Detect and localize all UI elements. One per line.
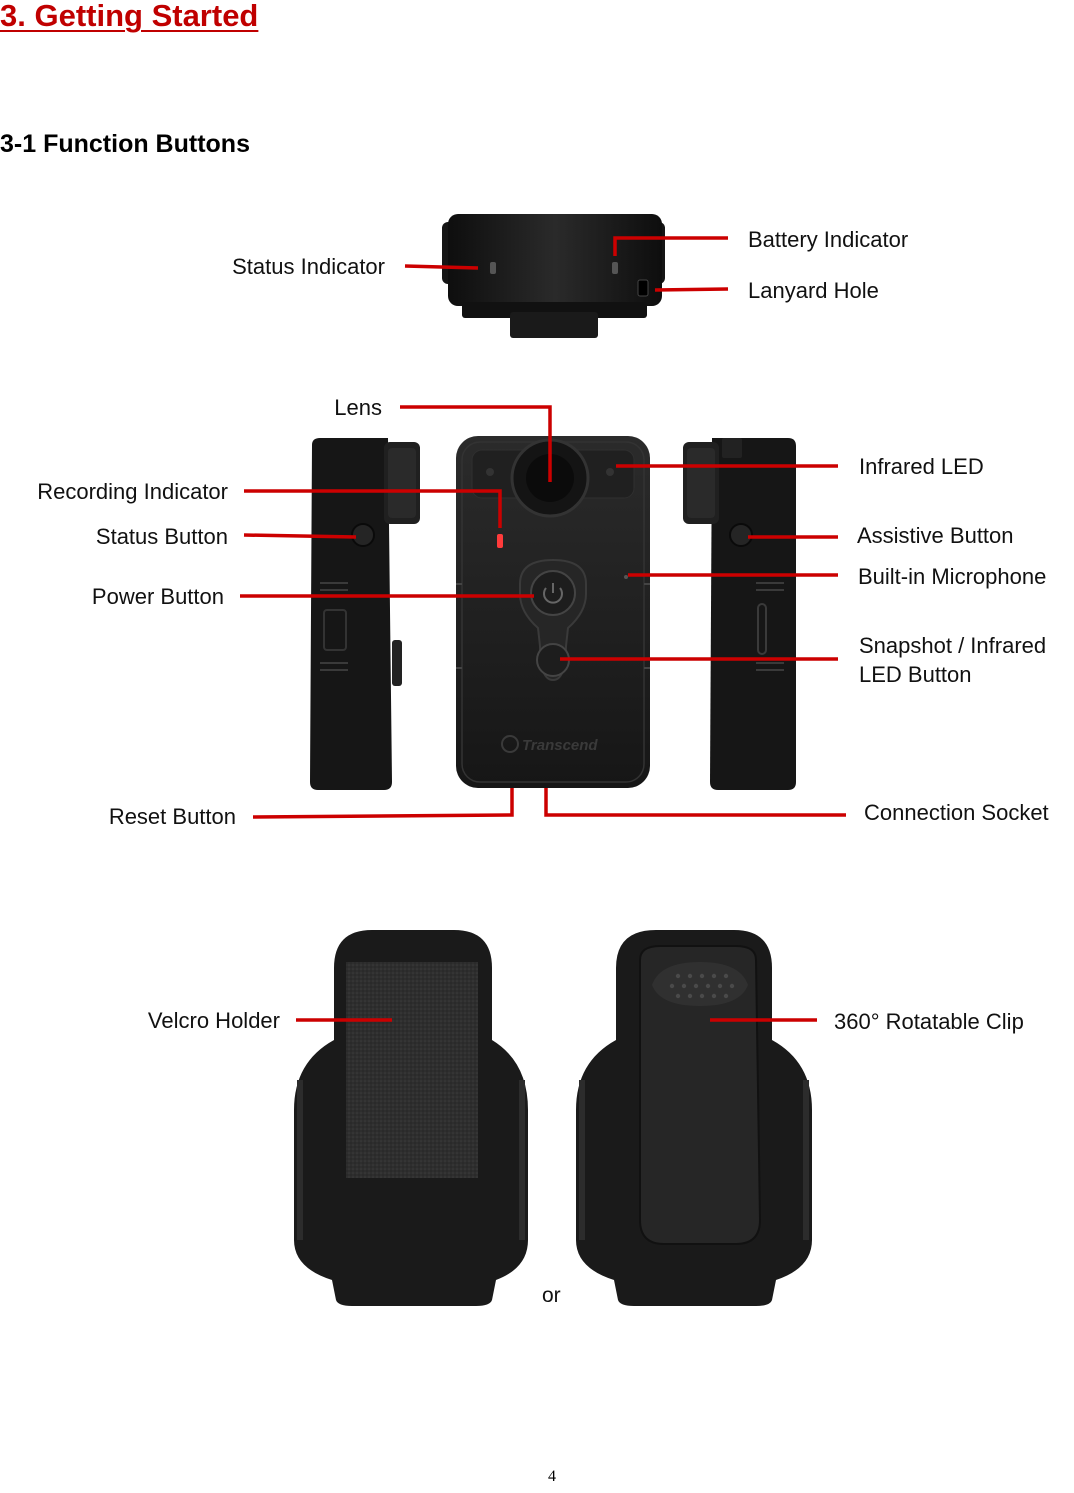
camera-top-view: [442, 214, 665, 338]
label-recording-indicator: Recording Indicator: [37, 479, 228, 504]
callout-status-indicator: [404, 264, 479, 270]
lanyard-hole-shape: [637, 279, 649, 297]
callout-recording-indicator: [244, 489, 502, 528]
label-status-indicator: Status Indicator: [232, 254, 385, 279]
label-power-button: Power Button: [91, 584, 224, 609]
label-connection-socket: Connection Socket: [864, 800, 1049, 825]
callout-connection-socket: [544, 788, 846, 817]
camera-right-side-view: [683, 438, 796, 790]
section-subtitle: 3-1 Function Buttons: [0, 130, 250, 158]
top-battery-led: [612, 262, 618, 274]
section-title: 3. Getting Started: [0, 0, 259, 33]
label-velcro-holder: Velcro Holder: [147, 1008, 280, 1033]
label-rotatable-clip: 360° Rotatable Clip: [834, 1009, 1024, 1034]
camera-left-side-view: [310, 438, 420, 790]
callout-reset-button: [252, 788, 514, 819]
label-reset-button: Reset Button: [108, 804, 236, 829]
label-lanyard-hole: Lanyard Hole: [748, 278, 879, 303]
brand-logo: Transcend: [522, 737, 598, 754]
velcro-holder-shape: [294, 930, 528, 1306]
recording-led: [497, 534, 503, 548]
label-snapshot-button-line1: Snapshot / Infrared: [859, 633, 1047, 658]
callout-lanyard-hole: [654, 287, 729, 292]
or-separator: or: [542, 1284, 561, 1307]
label-infrared-led: Infrared LED: [859, 454, 984, 479]
label-lens: Lens: [334, 395, 382, 420]
callout-lens: [400, 405, 552, 482]
rotatable-clip-holder-shape: [576, 930, 812, 1306]
camera-front-view: Transcend: [456, 436, 650, 788]
label-builtin-microphone: Built-in Microphone: [858, 564, 1047, 589]
status-button-shape: [351, 523, 375, 547]
callout-status-button: [243, 533, 357, 539]
label-status-button: Status Button: [95, 524, 228, 549]
callout-battery-indicator: [613, 236, 728, 256]
label-battery-indicator: Battery Indicator: [748, 227, 909, 252]
top-status-led: [490, 262, 496, 274]
label-assistive-button: Assistive Button: [857, 523, 1014, 548]
page-number: 4: [548, 1468, 556, 1485]
label-snapshot-button-line2: LED Button: [859, 662, 972, 687]
assistive-button-shape: [729, 523, 753, 547]
